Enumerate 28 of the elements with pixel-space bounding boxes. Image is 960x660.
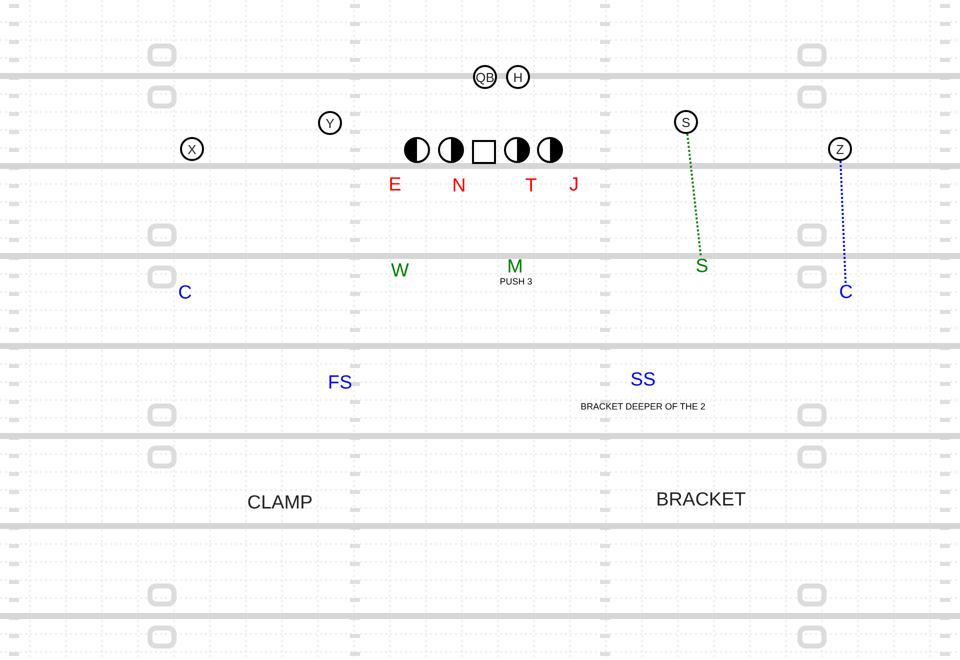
lineman-circle [404,137,430,163]
lineman-circle [438,137,464,163]
coverage-line [840,160,847,284]
player-circle: X [180,137,204,161]
defender-label: C [837,283,855,303]
defender-label: S [693,257,711,277]
player-circle: QB [473,65,497,89]
assignment-note: PUSH 3 [500,278,532,286]
defender-label: E [388,176,402,194]
player-circle: Y [318,111,342,135]
defender-label: W [391,262,409,280]
defender-label: C [178,284,192,302]
coverage-label: BRACKET [656,490,746,510]
coverage-line [686,134,702,258]
defender-label: FS [328,374,352,392]
player-circle: Z [828,137,852,161]
lineman-circle [537,137,563,163]
player-circle: S [674,110,698,134]
assignment-note: BRACKET DEEPER OF THE 2 [580,402,706,412]
center-square [472,140,496,164]
defender-label: J [569,176,579,194]
player-circle: H [506,65,530,89]
defender-label: SS [630,370,656,390]
lineman-circle [504,137,530,163]
coverage-label: CLAMP [247,494,313,512]
defender-label: T [525,176,537,196]
defender-label: M [507,258,523,276]
defender-label: N [452,176,466,196]
